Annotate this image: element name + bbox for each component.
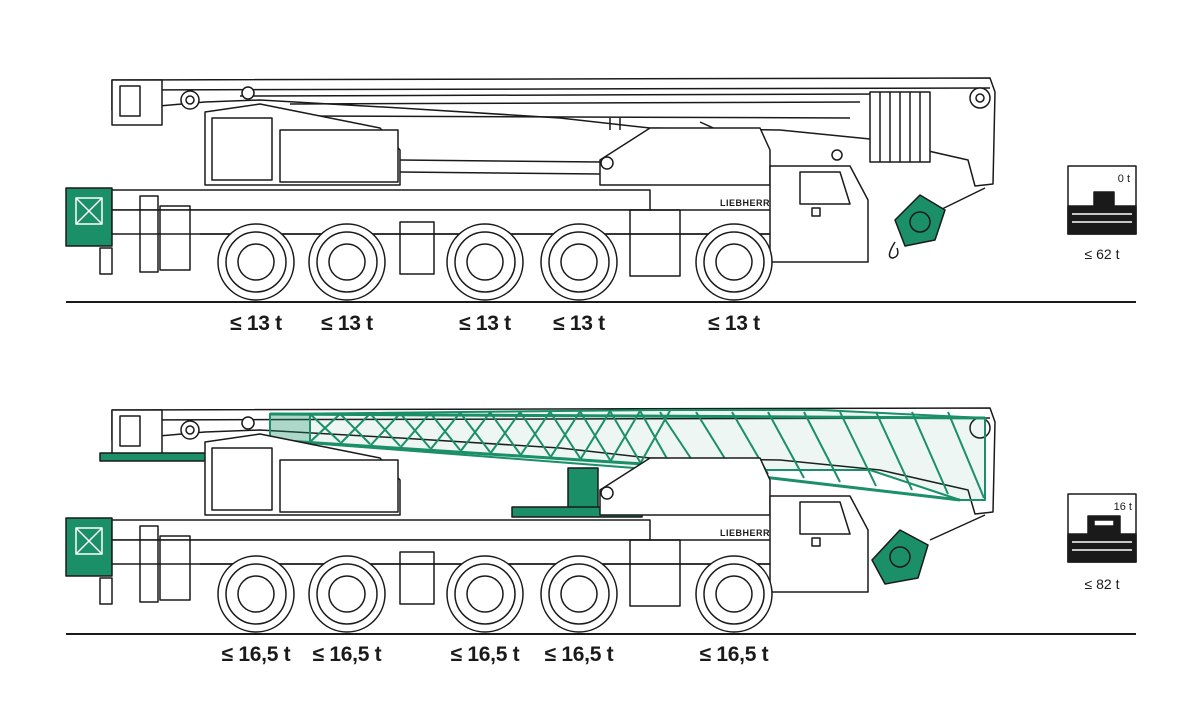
- carrier-bottom: LIEBHERR: [99, 495, 869, 607]
- brand-label-top: LIEBHERR: [720, 198, 770, 208]
- wheels-bottom: [217, 555, 773, 633]
- wheel: [446, 223, 524, 301]
- axle-load-label: ≤ 13 t: [459, 312, 511, 335]
- boom-top: [111, 77, 996, 187]
- wheel: [695, 555, 773, 633]
- axle-load-label: ≤ 13 t: [321, 312, 373, 335]
- wheels-top: [217, 223, 773, 301]
- carrier-top: LIEBHERR: [99, 165, 869, 277]
- wheel: [540, 223, 618, 301]
- axle-load-label: ≤ 13 t: [708, 312, 760, 335]
- wheel: [217, 555, 295, 633]
- wheel: [540, 555, 618, 633]
- wheel: [446, 555, 524, 633]
- lattice-jib-bottom: [99, 409, 986, 518]
- wheel: [217, 223, 295, 301]
- wheel: [308, 555, 386, 633]
- total-weight-top: ≤ 62 t: [1084, 246, 1120, 262]
- superstructure-bottom: [204, 433, 771, 516]
- axle-load-label: ≤ 16,5 t: [699, 643, 769, 666]
- ballast-value-bottom: 16 t: [1114, 501, 1132, 513]
- wheel: [695, 223, 773, 301]
- axle-load-label: ≤ 13 t: [553, 312, 605, 335]
- axle-load-label: ≤ 16,5 t: [450, 643, 520, 666]
- ballast-value-top: 0 t: [1118, 173, 1130, 185]
- hook-block-top: [888, 187, 986, 259]
- counterweight-top: [65, 187, 113, 247]
- brand-label-bottom: LIEBHERR: [720, 528, 770, 538]
- axle-load-label: ≤ 16,5 t: [221, 643, 291, 666]
- ballast-icon-bottom: [1067, 493, 1137, 563]
- axle-load-label: ≤ 13 t: [230, 312, 282, 335]
- ballast-icon-top: [1067, 165, 1137, 235]
- axle-load-label: ≤ 16,5 t: [312, 643, 382, 666]
- superstructure-top: [204, 103, 843, 186]
- hook-block-bottom: [871, 514, 986, 585]
- axle-load-label: ≤ 16,5 t: [544, 643, 614, 666]
- counterweight-bottom: [65, 517, 113, 577]
- wheel: [308, 223, 386, 301]
- total-weight-bottom: ≤ 82 t: [1084, 576, 1120, 592]
